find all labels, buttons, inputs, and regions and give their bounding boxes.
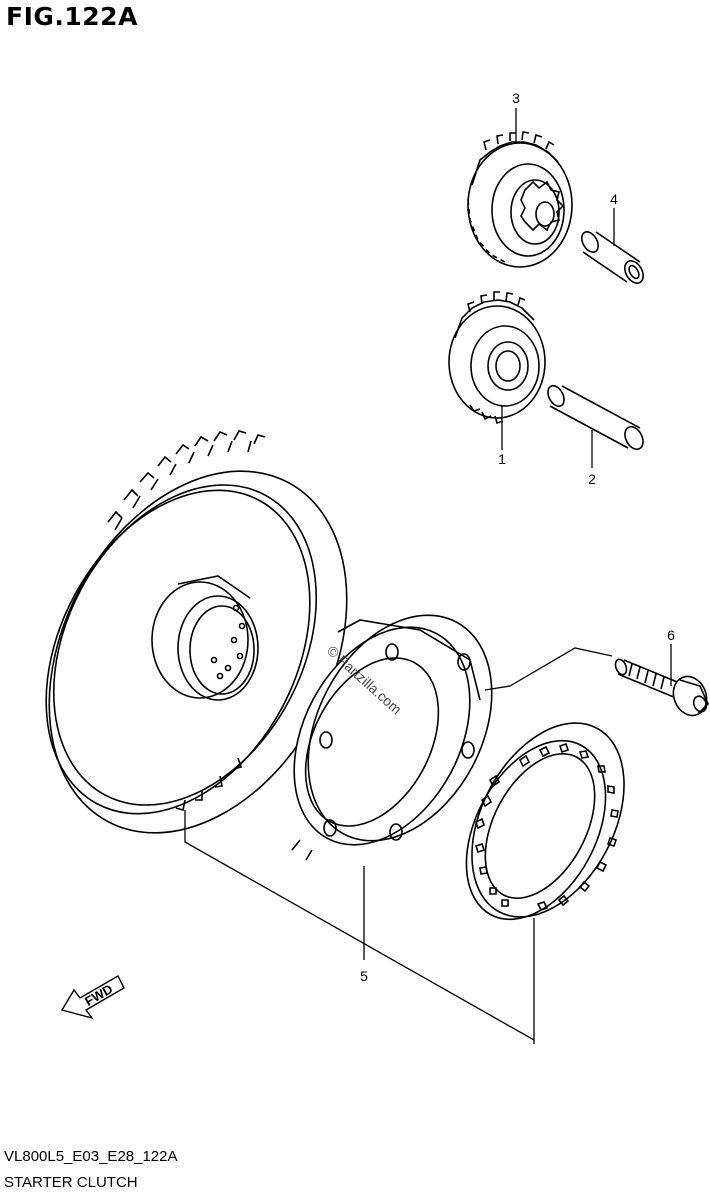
part-6-bolt[interactable] [613,658,710,721]
leader-lines [184,108,672,1044]
part-3-idle-gear[interactable] [467,131,573,268]
starter-driven-gear[interactable] [0,420,406,885]
figure-title: FIG.122A [6,2,138,31]
callout-2: 2 [588,471,596,487]
callout-5: 5 [360,968,368,984]
part-2-shaft[interactable] [545,383,647,452]
part-1-gear[interactable] [448,291,546,425]
callout-6: 6 [667,627,675,643]
part-4-shaft[interactable] [578,229,646,286]
one-way-clutch[interactable] [438,697,655,943]
callout-4: 4 [610,191,618,207]
figure-code: VL800L5_E03_E28_122A [4,1148,178,1165]
figure-name: STARTER CLUTCH [4,1174,138,1191]
callout-1: 1 [498,451,506,467]
callout-3: 3 [512,90,520,106]
fwd-arrow-icon [60,975,125,1020]
part-5-clutch-housing[interactable] [259,584,529,875]
